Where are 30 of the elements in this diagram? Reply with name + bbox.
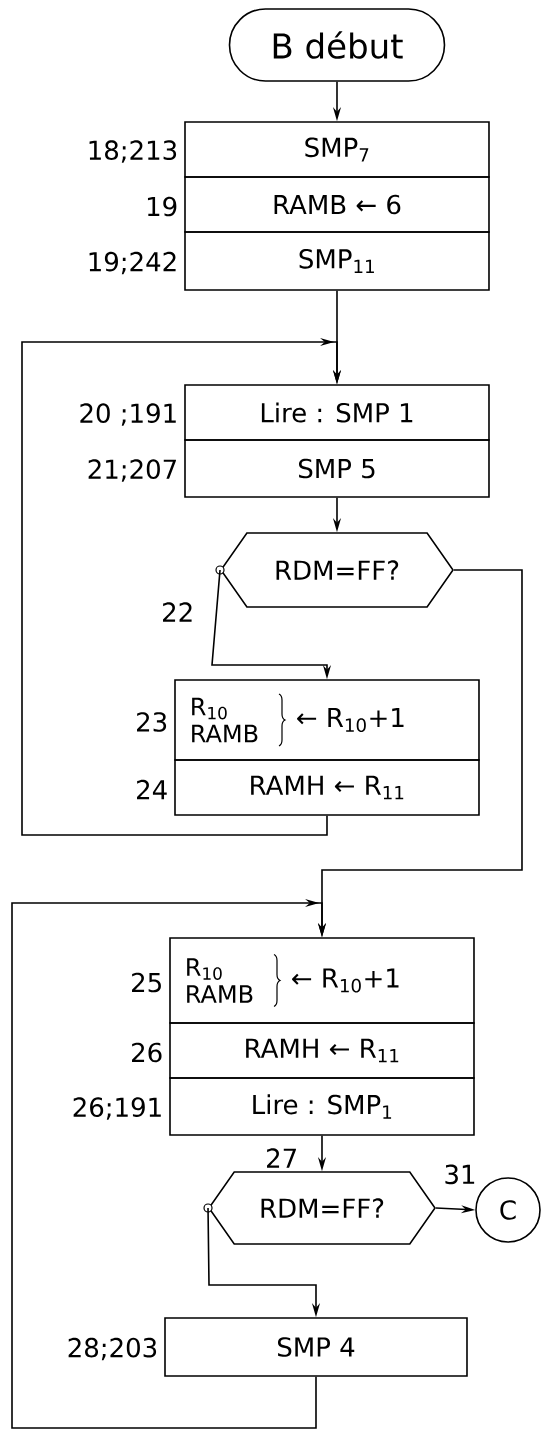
- step-number: 28;203: [68, 1337, 157, 1361]
- step-number: 23: [137, 712, 167, 732]
- terminal-box: B début: [228, 8, 446, 82]
- process-box: SMP$_{11}$: [184, 231, 490, 291]
- arrow: [11, 898, 327, 1429]
- edge-label: 22: [160, 601, 196, 623]
- step-number: 18;213: [89, 140, 177, 163]
- process-box: RAMB ← 6: [184, 176, 490, 233]
- process-box: Lire : SMP$_{1}$: [169, 1077, 475, 1136]
- decision-hexagon: RDM=FF?: [208, 1171, 436, 1245]
- step-number: 19;242: [89, 251, 176, 275]
- process-box: Lire : SMP 1: [184, 384, 490, 441]
- edge-label: 27: [264, 1147, 300, 1169]
- step-number: 21;207: [88, 459, 176, 482]
- process-box: RAMH ← R$_{11}$: [174, 759, 480, 816]
- process-box: R$_{10}$ RAMB ← R$_{10}$+1: [174, 679, 480, 761]
- process-box: RAMH ← R$_{11}$: [169, 1022, 475, 1079]
- step-number: 25: [132, 972, 161, 993]
- process-box: SMP 5: [184, 439, 490, 498]
- step-number: 26;191: [73, 1097, 161, 1120]
- step-number: 19: [147, 196, 177, 217]
- step-number: 26: [132, 1042, 162, 1063]
- decision-hexagon: RDM=FF?: [220, 532, 454, 608]
- step-number: 24: [137, 779, 167, 800]
- step-number: 20 ;191: [80, 403, 176, 426]
- edge-label: 31: [442, 1163, 478, 1186]
- process-box: SMP 4: [164, 1317, 468, 1377]
- process-box: R$_{10}$ RAMB ← R$_{10}$+1: [169, 937, 475, 1024]
- process-box: SMP$_{7}$: [184, 121, 490, 178]
- arrow: [21, 337, 342, 836]
